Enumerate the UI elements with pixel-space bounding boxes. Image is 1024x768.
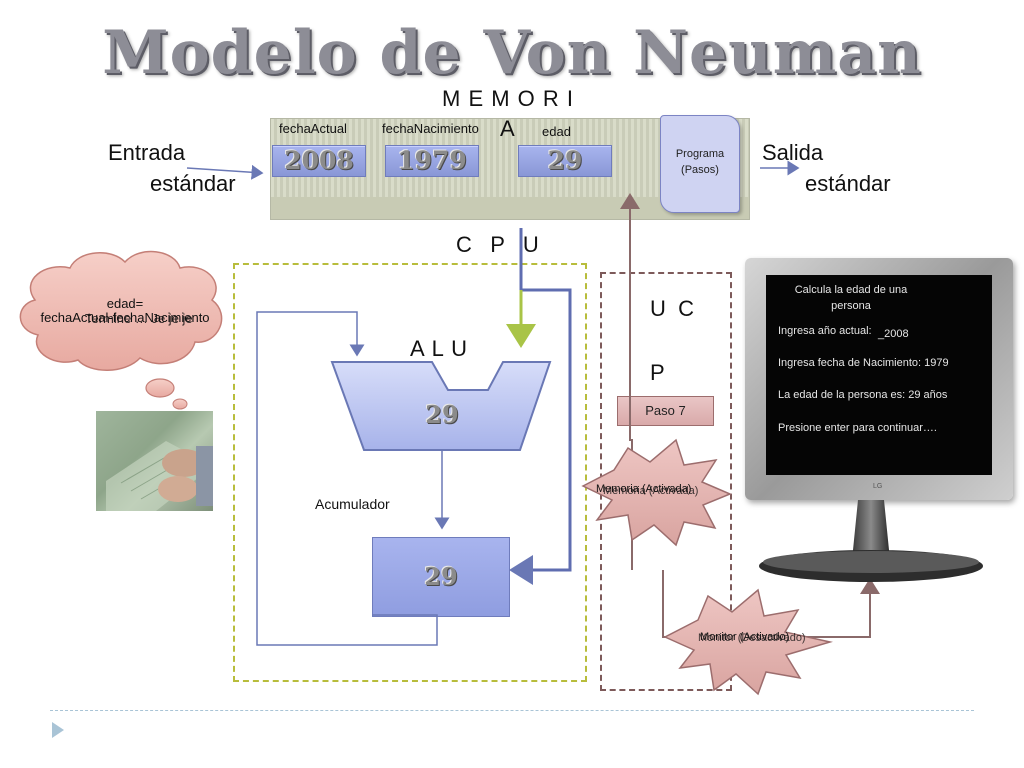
footer-divider: [50, 710, 974, 711]
burst-memoria-label-a: Memoria (Activada): [596, 483, 692, 495]
cell-label-fechanacimiento: fechaNacimiento: [382, 121, 479, 136]
accumulator-loop-arrow: [256, 311, 438, 646]
entrada-arrow: [186, 164, 264, 180]
paso-box: Paso 7: [617, 396, 714, 426]
memoria-label-line2: A: [500, 116, 515, 141]
screen-line1a: Calcula la edad de una: [794, 284, 908, 296]
thought-cloud: [19, 250, 223, 410]
screen-line4: La edad de la persona es: 29 años: [778, 389, 948, 401]
bus-arrow: [509, 228, 572, 585]
monitor-screen: [766, 275, 992, 475]
burst-monitor-label-b: Monitor (Desactivado): [698, 632, 806, 644]
alu-shape: [330, 361, 552, 451]
program-label-line1: Programa: [675, 148, 725, 160]
slide-bullet-icon: [52, 722, 64, 738]
monitor-logo: LG: [873, 483, 883, 490]
screen-line1b: persona: [831, 300, 871, 312]
burst-memoria: [581, 438, 732, 547]
memoria-label-line1: M E M O R I: [442, 86, 574, 111]
thought-text: edad= fechaActual-fechaNacimiento: [20, 297, 230, 325]
memory-cell-edad: 29: [518, 145, 612, 177]
thought-overlay-text: Termine … Je je je: [85, 311, 193, 326]
screen-line2-value: _2008: [878, 328, 909, 340]
burst-monitor-label-a: Monitor (Activado): [700, 631, 790, 643]
alu-value: 29: [425, 400, 459, 429]
screen-line5: Presione enter para continuar….: [778, 422, 937, 434]
burst-monitor: [663, 588, 833, 696]
cpu-alu-region: [233, 263, 587, 682]
burst-memoria-label-b: Memoria (Activada): [603, 485, 699, 497]
program-scroll: Programa (Pasos): [660, 115, 740, 213]
thought-formula-line2: fechaActual-fechaNacimiento: [40, 310, 210, 325]
cell-label-fechaactual: fechaActual: [279, 121, 347, 136]
acumulador-box: 29: [372, 537, 510, 617]
entrada-label: Entrada: [108, 140, 186, 165]
screen-line2: Ingresa año actual:: [778, 325, 872, 337]
memory-cell-fechaactual: 2008: [272, 145, 366, 177]
acumulador-label: Acumulador: [315, 496, 390, 512]
monitor-neck: [852, 500, 890, 560]
memory-cell-fechanacimiento: 1979: [385, 145, 479, 177]
screen-line1: Calcula la edad de una persona: [766, 282, 936, 314]
cpu-label: C P U: [456, 232, 539, 257]
entrada-sub-label: estándar: [150, 171, 236, 196]
uc-label-line2: P: [650, 360, 665, 385]
salida-sub-label: estándar: [805, 171, 891, 196]
page-title: Modelo de Von Neuman: [102, 18, 922, 88]
keyboard-hands-photo: [96, 411, 213, 511]
program-label-line2: (Pasos): [681, 164, 719, 176]
alu-label: A L U: [410, 336, 468, 361]
cell-label-edad: edad: [542, 124, 571, 139]
uc-label: U C: [650, 296, 694, 321]
screen-line3: Ingresa fecha de Nacimiento: 1979: [778, 357, 949, 369]
thought-formula-line1: edad=: [106, 296, 144, 311]
